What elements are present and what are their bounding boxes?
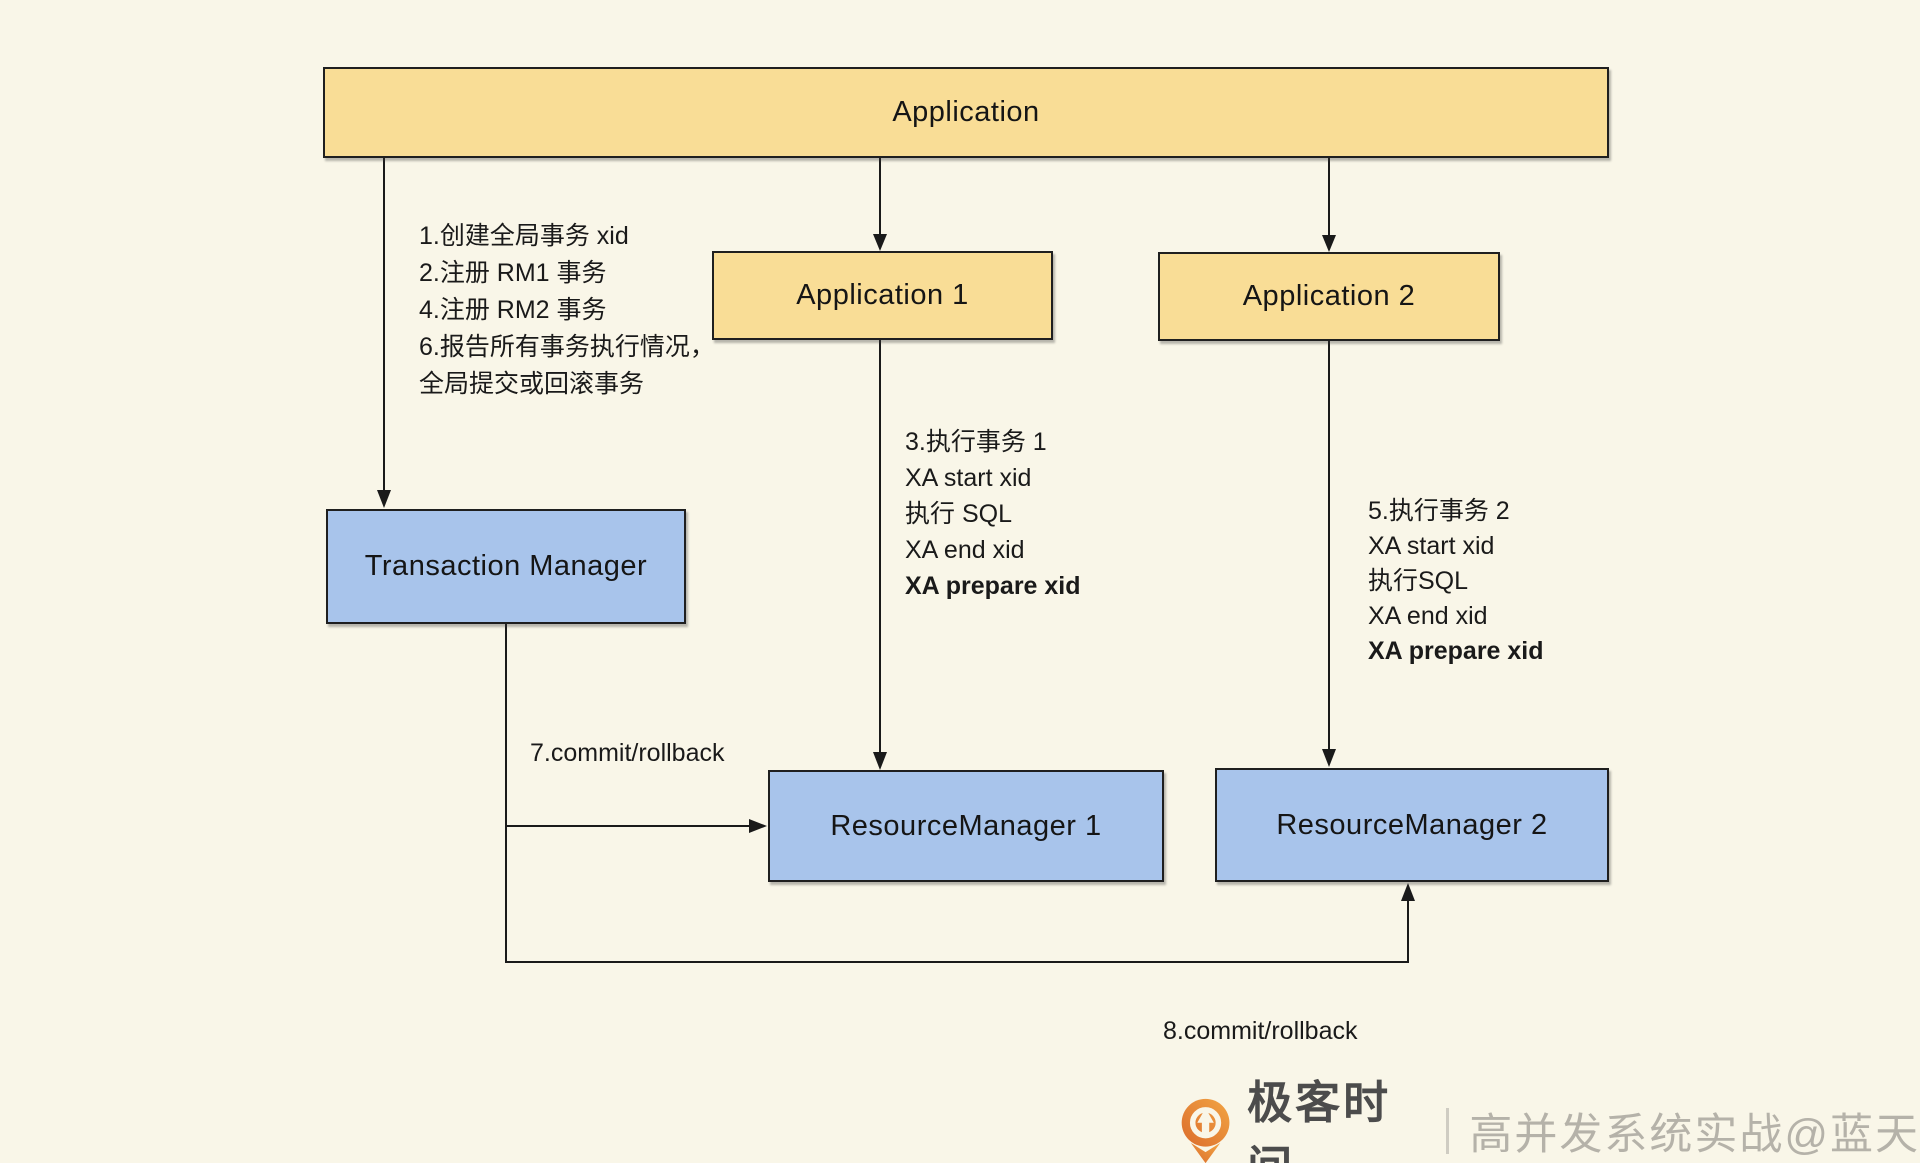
annotation-line: 执行SQL bbox=[1368, 567, 1469, 595]
annotation-lines: 3.执行事务 1 XA start xid 执行 SQL XA end xid bbox=[905, 424, 1081, 568]
annotation-app2-prepare: XA prepare xid bbox=[1368, 637, 1544, 665]
arrowhead-rm2-top bbox=[1322, 749, 1336, 767]
annotation-line: XA start xid bbox=[905, 464, 1032, 492]
annotation-line: 5.执行事务 2 bbox=[1368, 497, 1510, 525]
annotation-line: 6.报告所有事务执行情况， bbox=[419, 333, 715, 361]
watermark: 极客时间 高并发系统实战@蓝天 bbox=[1178, 1066, 1920, 1163]
label-commit-rollback-8: 8.commit/rollback bbox=[1163, 1017, 1358, 1045]
logo-arrow bbox=[1197, 1108, 1214, 1123]
annotation-tm-steps: 1.创建全局事务 xid 2.注册 RM1 事务 4.注册 RM2 事务 6.报告所有… bbox=[419, 218, 715, 403]
watermark-course-text: 高并发系统实战@蓝天 bbox=[1469, 1111, 1920, 1159]
annotation-line: 3.执行事务 1 bbox=[905, 428, 1047, 456]
annotation-app1-steps: 3.执行事务 1 XA start xid 执行 SQL XA end xid XA … bbox=[905, 424, 1081, 604]
node-resource-manager-2-label: ResourceManager 2 bbox=[1276, 808, 1548, 841]
watermark-divider bbox=[1445, 1108, 1450, 1154]
arrowhead-rm1-top bbox=[873, 752, 887, 770]
geektime-logo-icon bbox=[1181, 1098, 1230, 1163]
node-resource-manager-1: ResourceManager 1 bbox=[768, 770, 1164, 882]
annotation-line: XA end xid bbox=[1368, 602, 1488, 630]
annotation-app1-prepare: XA prepare xid bbox=[905, 572, 1081, 600]
annotation-lines: 5.执行事务 2 XA start xid 执行SQL XA end xid bbox=[1368, 494, 1544, 634]
watermark-brand-text: 极客时间 bbox=[1247, 1077, 1392, 1163]
arrowhead-rm2-bottom bbox=[1401, 883, 1415, 901]
logo-arrow-stem bbox=[1201, 1120, 1210, 1136]
node-application-2: Application 2 bbox=[1158, 252, 1500, 341]
arrow-tm-to-rm2-line bbox=[505, 624, 1409, 963]
annotation-line: 1.创建全局事务 xid bbox=[419, 222, 629, 250]
arrowhead-app1 bbox=[873, 234, 887, 251]
label-commit-rollback-7: 7.commit/rollback bbox=[530, 739, 725, 767]
annotation-line: 4.注册 RM2 事务 bbox=[419, 296, 607, 324]
annotation-line: XA end xid bbox=[905, 536, 1025, 564]
arrowhead-tm bbox=[377, 490, 391, 508]
annotation-line: XA start xid bbox=[1368, 532, 1495, 560]
annotation-line: 全局提交或回滚事务 bbox=[419, 370, 645, 398]
annotation-line: 2.注册 RM1 事务 bbox=[419, 259, 607, 287]
node-transaction-manager: Transaction Manager bbox=[326, 509, 686, 624]
node-resource-manager-1-label: ResourceManager 1 bbox=[830, 809, 1102, 842]
annotation-app2-steps: 5.执行事务 2 XA start xid 执行SQL XA end xid XA p… bbox=[1368, 494, 1544, 669]
annotation-line: 执行 SQL bbox=[905, 500, 1012, 528]
node-application-1-label: Application 1 bbox=[796, 279, 969, 311]
arrowhead-rm1-left bbox=[749, 819, 767, 833]
node-application-2-label: Application 2 bbox=[1242, 280, 1416, 312]
node-application-1: Application 1 bbox=[712, 251, 1053, 340]
arrowhead-app2 bbox=[1322, 235, 1336, 252]
node-application-label: Application bbox=[892, 96, 1040, 128]
node-transaction-manager-label: Transaction Manager bbox=[364, 550, 648, 582]
node-resource-manager-2: ResourceManager 2 bbox=[1215, 768, 1609, 882]
logo-pin-tail bbox=[1190, 1142, 1221, 1163]
node-application: Application bbox=[323, 67, 1609, 158]
